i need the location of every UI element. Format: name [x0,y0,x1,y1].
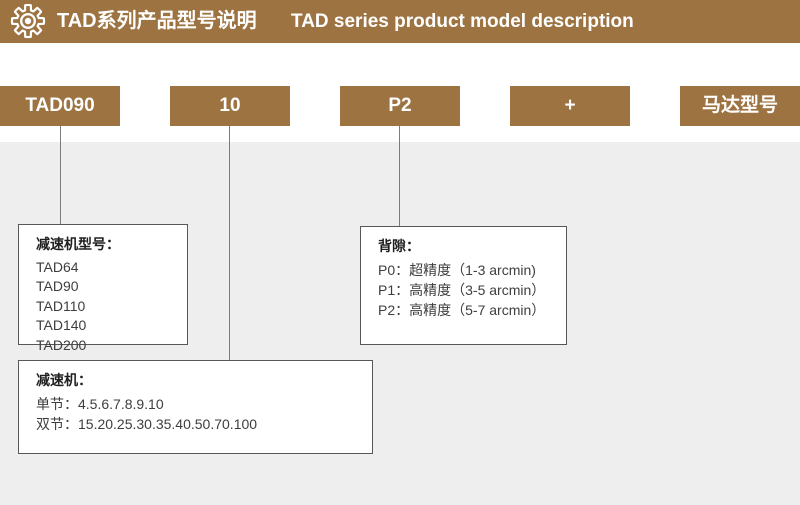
model-segment-backlash: P2 [340,86,460,126]
model-segment-motor: 马达型号 [680,86,800,126]
callout-title: 减速机： [36,372,92,388]
connector-line-backlash [399,126,400,226]
backlash-item: P1：高精度（3-5 arcmin） [378,282,546,298]
backlash-item: P2：高精度（5-7 arcmin） [378,302,546,318]
connector-line-reducer-model [60,126,61,224]
callout-reducer-model: 减速机型号： TAD64 TAD90 TAD110 TAD140 TAD200 [18,224,188,353]
model-segment-series: TAD090 [0,86,120,126]
reducer-model-item: TAD90 [36,278,79,295]
header-bar: TAD系列产品型号说明 TAD series product model des… [0,0,800,43]
callout-backlash: 背隙： P0：超精度（1-3 arcmin) P1：高精度（3-5 arcmin… [360,226,567,345]
model-segment-ratio: 10 [170,86,290,126]
reducer-model-item: TAD64 [36,259,79,275]
callout-title: 减速机型号： [36,236,120,252]
callout-title: 背隙： [378,238,420,254]
connector-line-reducer [229,126,230,360]
ratio-line-single: 单节：4.5.6.7.8.9.10 [36,396,164,412]
page-title-en: TAD series product model description [291,11,634,32]
ratio-line-double: 双节：15.20.25.30.35.40.50.70.100 [36,416,258,432]
model-segment-plus: + [510,86,630,126]
reducer-model-item: TAD200 [36,336,87,353]
reducer-model-item: TAD110 [36,297,86,314]
callout-reducer: 减速机： 单节：4.5.6.7.8.9.10 双节：15.20.25.30.35… [18,360,373,454]
backlash-item: P0：超精度（1-3 arcmin) [378,262,536,278]
reducer-model-item: TAD140 [36,317,87,334]
gear-icon [10,3,46,39]
page-title-zh: TAD系列产品型号说明 [57,10,257,32]
